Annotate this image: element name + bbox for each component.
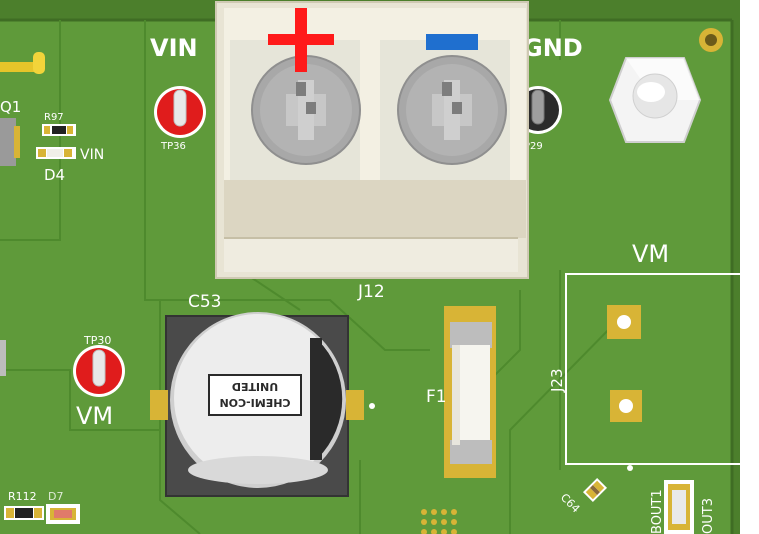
tp36-label: TP36 [160, 141, 186, 152]
vm-tp-label: VM [76, 402, 113, 430]
fuse-f1[interactable] [444, 306, 496, 478]
screw-terminal-icon[interactable] [397, 55, 507, 165]
out3-label: OUT3 [701, 498, 716, 534]
testpoint-tp30[interactable]: TP30 [73, 334, 125, 397]
q1-label: Q1 [0, 98, 21, 116]
r112-label: R112 [8, 490, 37, 503]
jumper-bout1[interactable] [664, 480, 694, 534]
capacitor-c53[interactable]: CHEMI-CON UNITED [150, 312, 364, 497]
j12-label: J12 [357, 282, 385, 302]
d7-label: D7 [48, 490, 63, 503]
capacitor-brand-line1: CHEMI-CON [219, 396, 290, 409]
f1-label: F1 [426, 387, 447, 407]
connector-j12[interactable] [215, 1, 529, 279]
resistor-r112[interactable] [4, 506, 44, 520]
plus-icon [268, 8, 334, 72]
testpoint-tp36[interactable]: TP36 [154, 86, 206, 152]
vin-small-label: VIN [80, 147, 104, 163]
capacitor-brand-line2: UNITED [232, 380, 278, 393]
vm-header-label: VM [632, 240, 669, 268]
via-array [421, 509, 457, 534]
tp29-label: P29 [524, 141, 543, 152]
header-j23[interactable] [565, 273, 743, 465]
c53-label: C53 [188, 292, 222, 312]
d4-label: D4 [44, 166, 65, 184]
r97-label: R97 [44, 112, 64, 123]
vin-label: VIN [150, 34, 198, 62]
jumper-wire [0, 62, 38, 72]
bout1-label: BOUT1 [650, 489, 665, 534]
mounting-hole [699, 28, 723, 52]
screw-terminal-icon[interactable] [251, 55, 361, 165]
hex-nut-icon [608, 57, 702, 143]
tp30-label: TP30 [83, 334, 111, 347]
j23-label: J23 [548, 368, 566, 393]
capacitor-c64[interactable] [582, 477, 608, 503]
minus-icon [426, 34, 478, 50]
q1-body [0, 118, 16, 166]
gnd-label: GND [523, 34, 583, 62]
diode-d7[interactable] [46, 504, 80, 524]
copper-traces [0, 20, 621, 534]
